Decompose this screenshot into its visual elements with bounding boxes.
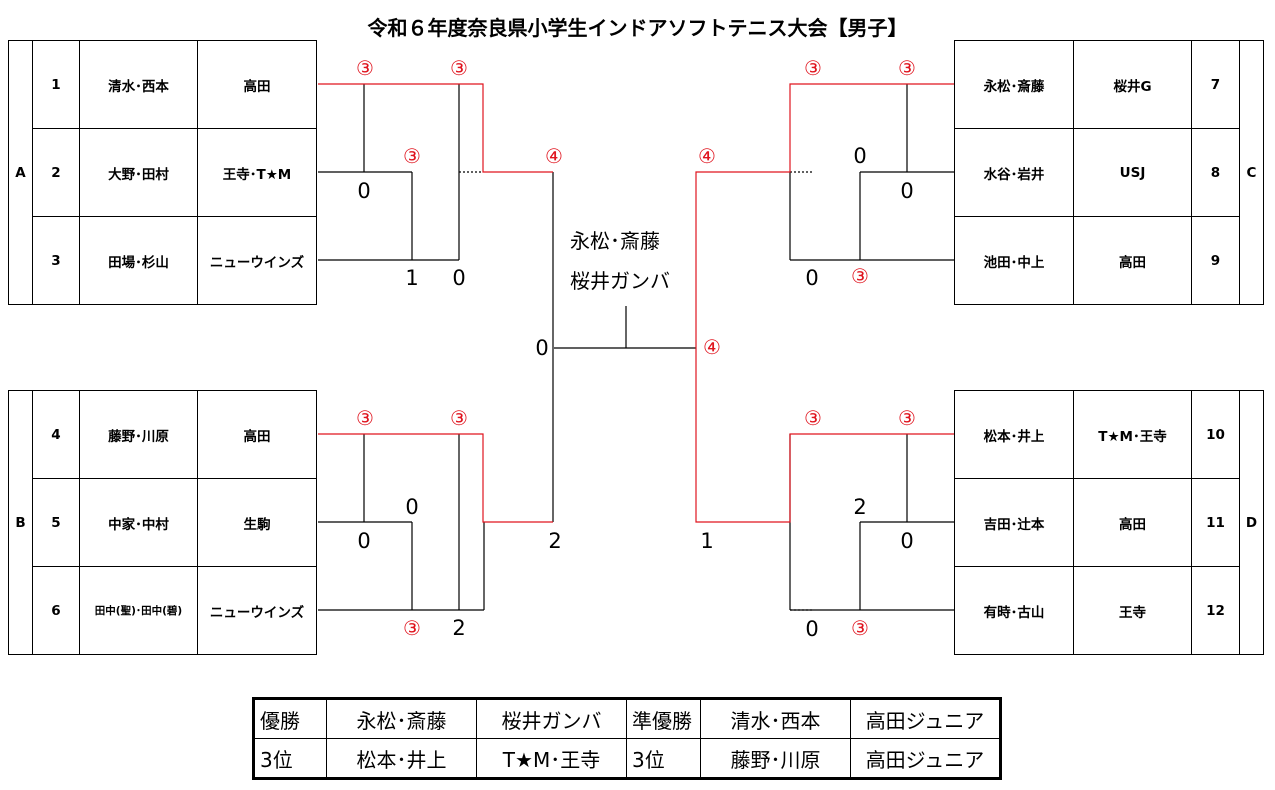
rank-label: 優勝	[253, 698, 327, 739]
entry-number: 1	[32, 40, 80, 129]
team-name: 王寺	[1073, 566, 1192, 655]
page-title: 令和６年度奈良県小学生インドアソフトテニス大会【男子】	[367, 16, 908, 40]
score-b4: 0	[357, 529, 371, 553]
score-c4: 0	[900, 179, 914, 203]
results-table: 優勝 永松･斎藤 桜井ガンバ 準優勝 清水･西本 高田ジュニア 3位 松本･井上…	[252, 697, 1002, 780]
champion-box: 永松･斎藤 桜井ガンバ	[570, 226, 670, 306]
score-a5: 1	[405, 266, 419, 290]
table-row: 有時･古山 王寺 12	[954, 566, 1264, 655]
table-row: 松本･井上 T★M･王寺 10 D	[954, 390, 1264, 655]
rank-label: 準優勝	[626, 698, 701, 739]
pair-name: 永松･斎藤	[326, 698, 477, 739]
table-row: B 4 藤野･川原 高田	[8, 390, 317, 655]
score-a3: ③	[403, 144, 421, 168]
entry-number: 5	[32, 478, 80, 567]
team-name: 高田	[197, 390, 317, 479]
champion-team: 桜井ガンバ	[570, 269, 670, 293]
score-b2: ③	[450, 406, 468, 430]
score-d6: ③	[851, 616, 869, 640]
score-c3: 0	[853, 144, 867, 168]
pair-name: 池田･中上	[954, 216, 1074, 305]
champion-pair: 永松･斎藤	[570, 229, 660, 253]
score-d4: 0	[900, 529, 914, 553]
table-row: 池田･中上 高田 9	[954, 216, 1264, 305]
entry-number: 9	[1191, 216, 1240, 305]
score-d5: 0	[805, 617, 819, 641]
score-a4: 0	[357, 179, 371, 203]
rank-label: 3位	[626, 738, 701, 779]
team-name: T★M･王寺	[476, 738, 627, 779]
score-c5: 0	[805, 266, 819, 290]
team-name: 高田	[1073, 216, 1192, 305]
group-label: D	[1239, 390, 1264, 655]
pair-name: 水谷･岩井	[954, 128, 1074, 217]
pair-name: 永松･斎藤	[954, 40, 1074, 129]
score-b6: 2	[452, 616, 466, 640]
pair-name: 田場･杉山	[79, 216, 198, 305]
pair-name: 松本･井上	[326, 738, 477, 779]
group-a-table: A 1 清水･西本 高田 2 大野･田村 王寺･T★M 3 田場･杉山 ニューウ…	[8, 40, 317, 305]
table-row: 5 中家･中村 生駒	[9, 478, 317, 567]
group-c-table: 永松･斎藤 桜井G 7 C 水谷･岩井 USJ 8 池田･中上 高田 9	[954, 40, 1264, 305]
score-d1: ③	[804, 406, 822, 430]
group-label: C	[1239, 40, 1264, 305]
table-row: 水谷･岩井 USJ 8	[954, 128, 1264, 217]
pair-name: 松本･井上	[954, 390, 1074, 479]
table-row: 優勝 永松･斎藤 桜井ガンバ 準優勝 清水･西本 高田ジュニア	[253, 698, 1001, 739]
score-b5: ③	[403, 616, 421, 640]
score-semi-bottom-right: 1	[700, 529, 714, 553]
score-d3: 2	[853, 495, 867, 519]
score-c6: ③	[851, 264, 869, 288]
score-semi-top-left: ④	[545, 144, 563, 168]
score-a2: ③	[450, 56, 468, 80]
entry-number: 4	[32, 390, 80, 479]
score-semi-bottom-left: 2	[548, 529, 562, 553]
pair-name: 藤野･川原	[79, 390, 198, 479]
pair-name: 清水･西本	[700, 698, 851, 739]
pair-name: 有時･古山	[954, 566, 1074, 655]
pair-name: 清水･西本	[79, 40, 198, 129]
team-name: 生駒	[197, 478, 317, 567]
entry-number: 10	[1191, 390, 1240, 479]
score-c1: ③	[804, 56, 822, 80]
score-final-right: ④	[703, 335, 721, 359]
score-b1: ③	[356, 406, 374, 430]
entry-number: 3	[32, 216, 80, 305]
score-d2: ③	[898, 406, 916, 430]
table-row: 2 大野･田村 王寺･T★M	[9, 128, 317, 217]
table-row: 6 田中(聖)･田中(碧) ニューウインズ	[9, 566, 317, 655]
entry-number: 7	[1191, 40, 1240, 129]
team-name: ニューウインズ	[197, 216, 317, 305]
score-c2: ③	[898, 56, 916, 80]
group-b-table: B 4 藤野･川原 高田 5 中家･中村 生駒 6 田中(聖)･田中(碧) ニュ…	[8, 390, 317, 655]
rank-label: 3位	[253, 738, 327, 779]
table-row: A 1 清水･西本 高田	[8, 40, 317, 305]
score-a1: ③	[356, 56, 374, 80]
group-d-table: 松本･井上 T★M･王寺 10 D 吉田･辻本 高田 11 有時･古山 王寺 1…	[954, 390, 1264, 655]
score-semi-top-right: ④	[698, 144, 716, 168]
team-name: 王寺･T★M	[197, 128, 317, 217]
team-name: ニューウインズ	[197, 566, 317, 655]
pair-name: 大野･田村	[79, 128, 198, 217]
table-row: 吉田･辻本 高田 11	[954, 478, 1264, 567]
pair-name: 藤野･川原	[700, 738, 851, 779]
pair-name: 田中(聖)･田中(碧)	[79, 566, 198, 655]
team-name: 高田ジュニア	[850, 698, 1001, 739]
entry-number: 8	[1191, 128, 1240, 217]
entry-number: 2	[32, 128, 80, 217]
group-label: A	[8, 40, 33, 305]
team-name: 高田ジュニア	[850, 738, 1001, 779]
table-row: 3位 松本･井上 T★M･王寺 3位 藤野･川原 高田ジュニア	[253, 738, 1001, 779]
table-row: 3 田場･杉山 ニューウインズ	[9, 216, 317, 305]
team-name: 高田	[197, 40, 317, 129]
team-name: T★M･王寺	[1073, 390, 1192, 479]
pair-name: 吉田･辻本	[954, 478, 1074, 567]
score-b3: 0	[405, 495, 419, 519]
entry-number: 12	[1191, 566, 1240, 655]
score-final-left: 0	[535, 336, 549, 360]
team-name: 高田	[1073, 478, 1192, 567]
score-a6: 0	[452, 266, 466, 290]
team-name: 桜井ガンバ	[476, 698, 627, 739]
